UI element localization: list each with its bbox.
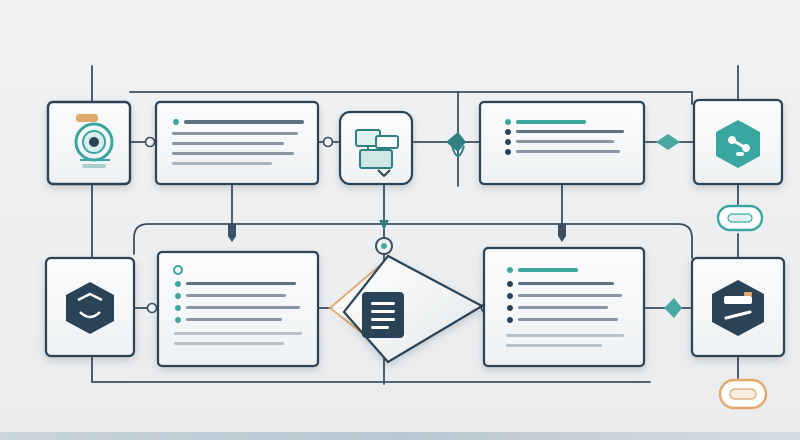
layout-flow-icon [355,129,399,178]
pill-inner [727,213,753,223]
node-decision[interactable] [328,237,485,364]
arrow-tip-down [228,224,236,242]
bottom-accent-bar [0,432,800,440]
node-flow-icon[interactable] [338,110,414,186]
node-card-1[interactable] [154,100,320,186]
node-card-3[interactable] [156,250,320,368]
node-card-2[interactable] [478,100,646,186]
node-pill-teal[interactable] [716,204,764,232]
placeholder-text-lines [506,267,624,347]
decision-top-port-core [381,243,387,249]
arrow-tip-down [379,220,389,230]
arrow-tip-teal [446,132,466,152]
connector-middle-loop [133,223,693,259]
node-card-4[interactable] [482,246,646,368]
placeholder-text-lines [172,119,304,165]
branch-hook [451,145,465,157]
junction-dot [144,136,156,148]
junction-dot [146,302,158,314]
arrow-tip-down [558,224,566,242]
node-hex-navy-left[interactable] [44,256,136,358]
pill-inner [729,388,757,400]
connector-top-rail [129,91,693,105]
shield-hexagon-icon [66,282,114,334]
target-gear-icon [74,114,114,168]
placeholder-text-lines [173,265,302,345]
node-pill-orange[interactable] [718,378,768,410]
node-start[interactable] [46,100,132,186]
document-icon [362,292,404,338]
arrow-tip-teal [656,134,680,150]
arrow-tip-teal [664,298,682,318]
junction-dot [322,136,334,148]
tool-hexagon-icon [712,280,764,336]
placeholder-text-lines [505,119,624,155]
node-hex-teal[interactable] [692,98,784,186]
node-hex-navy-right[interactable] [690,256,786,358]
link-hexagon-icon [716,120,760,168]
